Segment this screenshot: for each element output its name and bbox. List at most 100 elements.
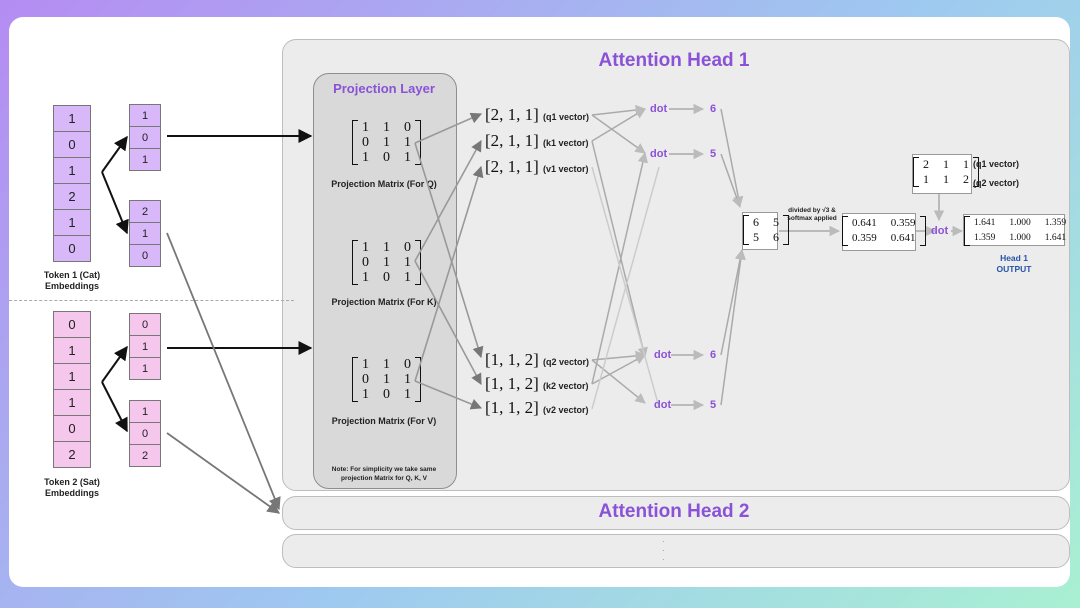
q-matrix-q2-tag: (q2 vector) — [973, 178, 1020, 188]
matrix-cell: 1 — [404, 150, 411, 165]
matrix-cell: 2 — [963, 172, 969, 186]
diagram-canvas: Attention Head 1 Attention Head 2 ··· Pr… — [9, 17, 1070, 587]
q1-vector-tag: (q1 vector) — [543, 112, 590, 122]
embedding-cell: 1 — [53, 105, 91, 132]
k2-vector: [1, 1, 2] — [485, 374, 539, 393]
matrix-cell: 0 — [404, 120, 411, 135]
projection-layer-title: Projection Layer — [333, 81, 435, 96]
k1-vector-tag: (k1 vector) — [543, 138, 589, 148]
embedding-cell: 2 — [53, 441, 91, 468]
matrix-cell: 1 — [404, 270, 411, 285]
matrix-cell: 1 — [923, 172, 929, 186]
q2-vector-tag: (q2 vector) — [543, 357, 590, 367]
attention-head-3-panel — [282, 534, 1070, 568]
q2-vector: [1, 1, 2] — [485, 350, 539, 369]
embedding-cell: 0 — [53, 311, 91, 338]
dot-q1k1: dot — [650, 103, 668, 115]
v1-vector-tag: (v1 vector) — [543, 164, 589, 174]
projection-matrix-q-label: Projection Matrix (For Q) — [331, 179, 437, 189]
matrix-cell: 1 — [362, 270, 369, 285]
score-matrix-box — [742, 212, 778, 250]
projection-layer-panel — [313, 73, 457, 489]
softmax-matrix-box — [842, 213, 916, 251]
scale-softmax-note: divided by √3 &softmax applied — [787, 207, 837, 222]
connector-lines — [101, 103, 964, 514]
attention-head-2-panel — [282, 496, 1070, 530]
matrix-cell: 0 — [404, 240, 411, 255]
matrix-cell: 0 — [383, 270, 390, 285]
projection-matrix-k-label: Projection Matrix (For K) — [331, 297, 437, 307]
matrix-cell: 1.000 — [1009, 233, 1031, 243]
matrix-cell: 1 — [404, 255, 411, 270]
embedding-cell: 0 — [129, 422, 161, 445]
embedding-cell: 0 — [53, 131, 91, 158]
embedding-cell: 1 — [129, 357, 161, 380]
matrix-cell: 0 — [383, 387, 390, 402]
matrix-cell: 0.641 — [890, 232, 916, 244]
matrix-cell: 2 — [923, 157, 929, 171]
embedding-cell: 2 — [129, 200, 161, 223]
embedding-cell: 0 — [53, 235, 91, 262]
matrix-cell: 1 — [383, 240, 390, 255]
token1-label: Token 1 (Cat) Embeddings — [43, 270, 101, 291]
matrix-cell: 1 — [404, 387, 411, 402]
matrix-cell: 0 — [383, 150, 390, 165]
embedding-cell: 0 — [53, 415, 91, 442]
more-heads-ellipsis: ··· — [662, 537, 665, 564]
v2-vector-tag: (v2 vector) — [543, 405, 589, 415]
matrix-cell: 0 — [362, 255, 369, 270]
matrix-cell: 1 — [383, 255, 390, 270]
token2-label: Token 2 (Sat) Embeddings — [44, 477, 100, 498]
score-q1k2: 5 — [710, 148, 717, 160]
embedding-cell: 1 — [129, 400, 161, 423]
embedding-cell: 0 — [129, 244, 161, 267]
token-divider — [9, 300, 294, 301]
q1-vector: [2, 1, 1] — [485, 105, 539, 124]
matrix-cell: 1 — [383, 120, 390, 135]
matrix-cell: 0 — [362, 135, 369, 150]
matrix-cell: 1 — [404, 135, 411, 150]
matrix-cell: 1 — [404, 372, 411, 387]
q-matrix-box — [912, 154, 972, 194]
matrix-cell: 1 — [362, 150, 369, 165]
matrix-cell: 1 — [362, 387, 369, 402]
projection-note: Note: For simplicity we take same projec… — [331, 466, 437, 482]
matrix-cell: 1.359 — [1044, 218, 1067, 228]
matrix-cell: 1.641 — [974, 218, 996, 228]
matrix-cell: 0 — [362, 372, 369, 387]
matrix-cell: 1.641 — [1044, 233, 1067, 243]
dot-q1k2: dot — [650, 148, 668, 160]
embedding-cell: 1 — [129, 148, 161, 171]
matrix-cell: 1 — [383, 372, 390, 387]
matrix-cell: 0 — [404, 357, 411, 372]
v1-vector: [2, 1, 1] — [485, 157, 539, 176]
matrix-cell: 1 — [362, 357, 369, 372]
k2-vector-tag: (k2 vector) — [543, 381, 589, 391]
matrix-cell: 1 — [383, 357, 390, 372]
embedding-cell: 1 — [53, 389, 91, 416]
matrix-cell: 1 — [963, 157, 969, 171]
matrix-cell: 0.359 — [852, 232, 877, 244]
q-matrix-q1-tag: (q1 vector) — [973, 159, 1020, 169]
score-q1k1: 6 — [710, 103, 717, 115]
v2-vector: [1, 1, 2] — [485, 398, 539, 417]
score-q2k2: 5 — [710, 399, 717, 411]
